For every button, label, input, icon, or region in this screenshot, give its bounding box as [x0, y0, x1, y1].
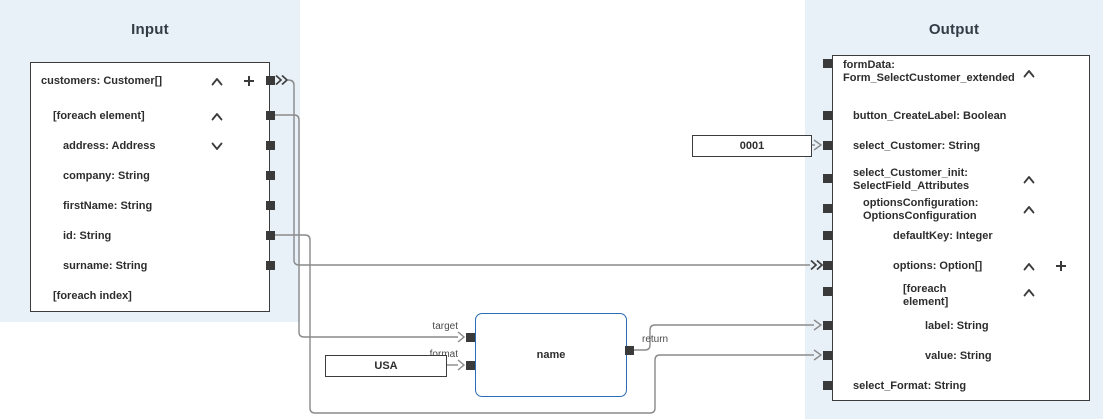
function-output-port[interactable]: [625, 345, 634, 355]
constant-usa-box[interactable]: USA: [325, 355, 447, 377]
output-port[interactable]: [823, 110, 832, 120]
tree-item[interactable]: formData: Form_SelectCustomer_extended: [843, 59, 1015, 85]
constant-0001-value: 0001: [739, 140, 765, 152]
tree-item[interactable]: label: String: [925, 320, 1019, 333]
input-port[interactable]: [266, 75, 275, 85]
foreach-arrow-target-icon: [810, 259, 818, 271]
connector-id-to-value: [275, 234, 814, 414]
output-port[interactable]: [823, 320, 832, 330]
function-node[interactable]: name: [475, 313, 627, 397]
chevron-up-icon[interactable]: [1023, 288, 1035, 300]
output-port[interactable]: [823, 203, 832, 213]
chevron-up-icon[interactable]: [1023, 69, 1035, 81]
function-name-label: name: [536, 349, 566, 361]
tree-item[interactable]: value: String: [925, 350, 1019, 363]
arrowhead-value: [813, 349, 823, 361]
tree-item-label: options: Option[]: [893, 260, 983, 272]
tree-item[interactable]: select_Customer: String: [853, 140, 1035, 153]
tree-item[interactable]: optionsConfiguration: OptionsConfigurati…: [863, 197, 1013, 223]
tree-item[interactable]: customers: Customer[]: [41, 71, 206, 91]
tree-item-label: formData: Form_SelectCustomer_extended: [843, 59, 1015, 84]
chevron-up-icon[interactable]: [211, 112, 223, 124]
add-node-icon[interactable]: [243, 75, 255, 87]
input-port[interactable]: [266, 110, 275, 120]
tree-item[interactable]: firstName: String: [63, 196, 208, 216]
tree-item[interactable]: [foreach index]: [53, 286, 203, 306]
chevron-up-icon[interactable]: [1023, 262, 1035, 274]
tree-item-label: [foreach index]: [53, 290, 132, 302]
constant-usa-value: USA: [374, 360, 398, 372]
function-input-port[interactable]: [466, 332, 475, 342]
tree-item-label: firstName: String: [63, 200, 153, 212]
tree-item-label: surname: String: [63, 260, 148, 272]
output-port[interactable]: [823, 140, 832, 150]
tree-item[interactable]: company: String: [63, 166, 208, 186]
tree-item-label: button_CreateLabel: Boolean: [853, 110, 1007, 122]
tree-item-label: [foreach element]: [903, 283, 949, 308]
tree-item-label: address: Address: [63, 140, 156, 152]
arrowhead-label: [813, 319, 823, 331]
tree-item-label: optionsConfiguration: OptionsConfigurati…: [863, 197, 979, 222]
arrowhead-select-customer: [813, 139, 823, 151]
tree-item-label: label: String: [925, 320, 989, 332]
output-port[interactable]: [823, 260, 832, 270]
foreach-arrow-target-icon: [816, 259, 824, 271]
arrowhead-target: [457, 331, 466, 343]
function-input-label-format: format: [414, 349, 458, 360]
tree-item[interactable]: select_Customer_init: SelectField_Attrib…: [853, 167, 1015, 193]
connector-foreach-to-target: [275, 114, 458, 338]
tree-item-label: customers: Customer[]: [41, 75, 163, 87]
function-output-label-return: return: [642, 334, 669, 345]
output-port[interactable]: [823, 230, 832, 240]
add-node-icon[interactable]: [1055, 260, 1067, 272]
tree-item-label: select_Customer_init: SelectField_Attrib…: [853, 167, 970, 192]
tree-item-label: value: String: [925, 350, 992, 362]
output-port[interactable]: [823, 380, 832, 390]
input-port[interactable]: [266, 230, 275, 240]
chevron-up-icon[interactable]: [211, 77, 223, 89]
chevron-down-icon[interactable]: [211, 142, 223, 154]
tree-item-label: select_Customer: String: [853, 140, 981, 152]
tree-item[interactable]: defaultKey: Integer: [893, 230, 1019, 243]
input-panel-title: Input: [131, 21, 169, 38]
output-panel-title: Output: [928, 21, 980, 38]
arrowhead-format: [457, 359, 466, 371]
tree-item-label: defaultKey: Integer: [893, 230, 993, 242]
output-port[interactable]: [823, 173, 832, 183]
foreach-arrow-source-icon: [281, 74, 289, 86]
constant-0001-box[interactable]: 0001: [692, 135, 812, 157]
tree-item-label: id: String: [63, 230, 112, 242]
connector-return-to-label: [634, 324, 814, 351]
tree-item[interactable]: address: Address: [63, 136, 208, 156]
input-port[interactable]: [266, 200, 275, 210]
tree-item[interactable]: button_CreateLabel: Boolean: [853, 110, 1035, 123]
tree-item[interactable]: select_Format: String: [853, 380, 1015, 393]
tree-item[interactable]: [foreach element]: [53, 106, 203, 126]
input-tree: customers: Customer[] [foreach element] ad…: [30, 62, 270, 312]
function-input-label-target: target: [432, 321, 458, 332]
input-port[interactable]: [266, 260, 275, 270]
output-port[interactable]: [823, 350, 832, 360]
connector-customers-to-options: [287, 79, 810, 266]
foreach-arrow-source-icon: [275, 74, 283, 86]
input-port[interactable]: [266, 170, 275, 180]
input-port[interactable]: [266, 140, 275, 150]
output-port[interactable]: [823, 58, 832, 68]
chevron-up-icon[interactable]: [1023, 205, 1035, 217]
tree-item[interactable]: [foreach element]: [903, 283, 985, 309]
chevron-up-icon[interactable]: [1023, 175, 1035, 187]
tree-item-label: [foreach element]: [53, 110, 145, 122]
function-input-port[interactable]: [466, 360, 475, 370]
tree-item-label: select_Format: String: [853, 380, 967, 392]
tree-item-label: company: String: [63, 170, 150, 182]
tree-item[interactable]: options: Option[]: [893, 260, 1015, 273]
tree-item[interactable]: id: String: [63, 226, 208, 246]
tree-item[interactable]: surname: String: [63, 256, 208, 276]
output-port[interactable]: [823, 286, 832, 296]
